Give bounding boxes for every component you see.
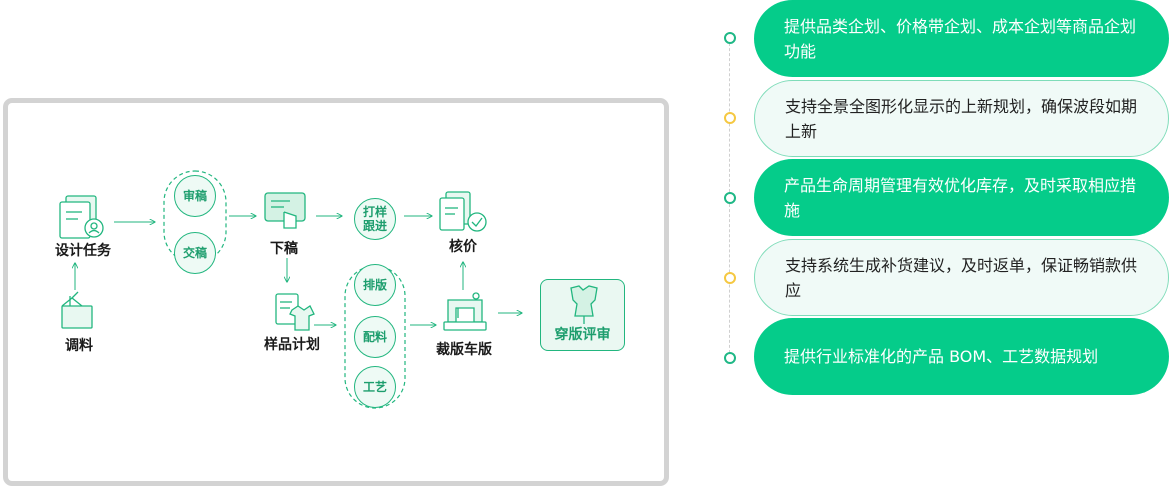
sewing-machine-icon (443, 292, 487, 331)
pricing-icon (439, 191, 487, 232)
timeline-dot-4 (724, 272, 736, 284)
issue-draft-icon (264, 192, 306, 229)
feature-card-lifecycle: 产品生命周期管理有效优化库存，及时采取相应措施 (754, 159, 1169, 236)
node-craft: 工艺 (354, 366, 396, 408)
node-sample-follow-up: 打样 跟进 (354, 198, 396, 240)
fitting-review-label: 穿版评审 (554, 327, 611, 343)
feature-text: 产品生命周期管理有效优化库存，及时采取相应措施 (784, 175, 1137, 220)
feature-text: 支持全景全图形化显示的上新规划，确保波段如期上新 (785, 96, 1138, 141)
feature-card-replenish: 支持系统生成补货建议，及时返单，保证畅销款供应 (754, 239, 1169, 316)
sample-plan-icon (275, 293, 315, 331)
node-materials: 调料 (65, 338, 93, 354)
feature-card-planning: 提供品类企划、价格带企划、成本企划等商品企划功能 (754, 0, 1169, 77)
node-typesetting: 排版 (354, 264, 396, 306)
node-accessories: 配料 (354, 316, 396, 358)
node-fitting-review: 穿版评审 (540, 279, 625, 351)
flow-connectors (59, 170, 680, 409)
dress-form-icon (570, 285, 598, 324)
design-task-icon (59, 195, 104, 239)
materials-icon (61, 291, 93, 329)
timeline-dot-5 (724, 352, 736, 364)
node-issue-draft: 下稿 (270, 241, 298, 257)
node-sample-plan: 样品计划 (264, 337, 320, 353)
timeline-dot-2 (724, 112, 736, 124)
node-design-task: 设计任务 (55, 243, 111, 259)
timeline-dot-1 (724, 32, 736, 44)
node-cutting-sewing: 裁版车版 (436, 342, 492, 358)
feature-text: 支持系统生成补货建议，及时返单，保证畅销款供应 (785, 255, 1138, 300)
feature-text: 提供行业标准化的产品 BOM、工艺数据规划 (784, 347, 1099, 366)
feature-card-launch: 支持全景全图形化显示的上新规划，确保波段如期上新 (754, 80, 1169, 157)
timeline-dot-3 (724, 192, 736, 204)
feature-text: 提供品类企划、价格带企划、成本企划等商品企划功能 (784, 16, 1137, 61)
node-review-draft: 审稿 (174, 175, 216, 217)
feature-card-bom: 提供行业标准化的产品 BOM、工艺数据规划 (754, 318, 1169, 395)
node-pricing: 核价 (449, 239, 477, 255)
node-submit-draft: 交稿 (174, 232, 216, 274)
